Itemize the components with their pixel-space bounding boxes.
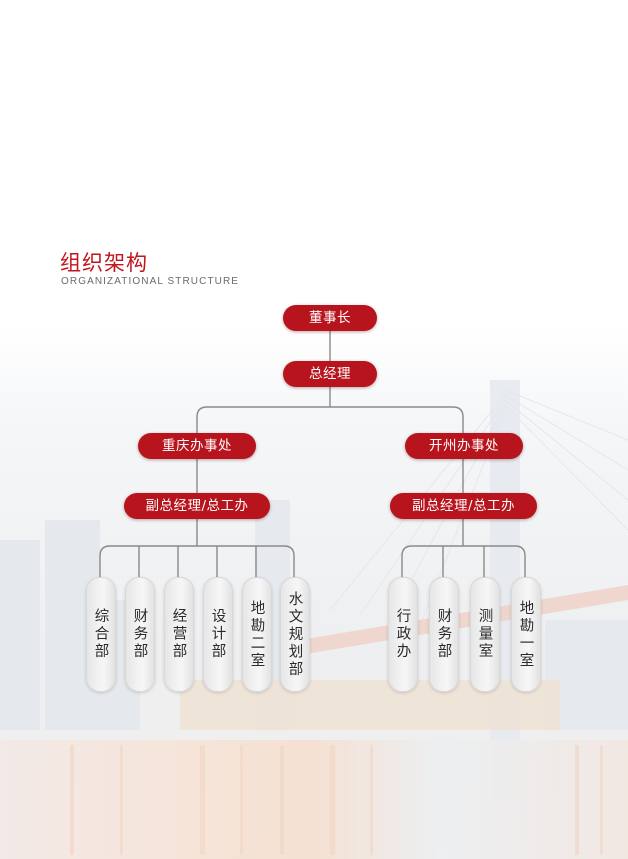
dept-kaizhou-finance: 财务部 (429, 577, 459, 692)
dept-kaizhou-measurement: 测量室 (470, 577, 500, 692)
dept-label: 地勘一室 (517, 599, 534, 670)
node-general-manager: 总经理 (283, 361, 377, 387)
dept-label: 设计部 (209, 608, 226, 661)
dept-chongqing-design: 设计部 (203, 577, 233, 692)
node-deputy-chongqing: 副总经理/总工办 (124, 493, 270, 519)
dept-kaizhou-admin: 行政办 (388, 577, 418, 692)
dept-label: 财务部 (131, 608, 148, 661)
dept-chongqing-operations: 经营部 (164, 577, 194, 692)
node-deputy-kaizhou: 副总经理/总工办 (390, 493, 537, 519)
dept-label: 行政办 (394, 608, 411, 661)
node-branch-chongqing: 重庆办事处 (138, 433, 256, 459)
page-title: 组织架构 (60, 251, 148, 275)
dept-label: 地勘二室 (248, 599, 265, 670)
dept-label: 经营部 (170, 608, 187, 661)
dept-label: 水文规划部 (286, 590, 303, 679)
dept-chongqing-survey-2: 地勘二室 (242, 577, 272, 692)
node-branch-kaizhou: 开州办事处 (405, 433, 523, 459)
dept-label: 综合部 (92, 608, 109, 661)
dept-label: 财务部 (435, 608, 452, 661)
page-subtitle: ORGANIZATIONAL STRUCTURE (61, 276, 240, 287)
dept-chongqing-finance: 财务部 (125, 577, 155, 692)
node-chairman: 董事长 (283, 305, 377, 331)
dept-chongqing-hydrology-planning: 水文规划部 (280, 577, 310, 692)
dept-kaizhou-survey-1: 地勘一室 (511, 577, 541, 692)
dept-label: 测量室 (476, 608, 493, 661)
dept-chongqing-general: 综合部 (86, 577, 116, 692)
